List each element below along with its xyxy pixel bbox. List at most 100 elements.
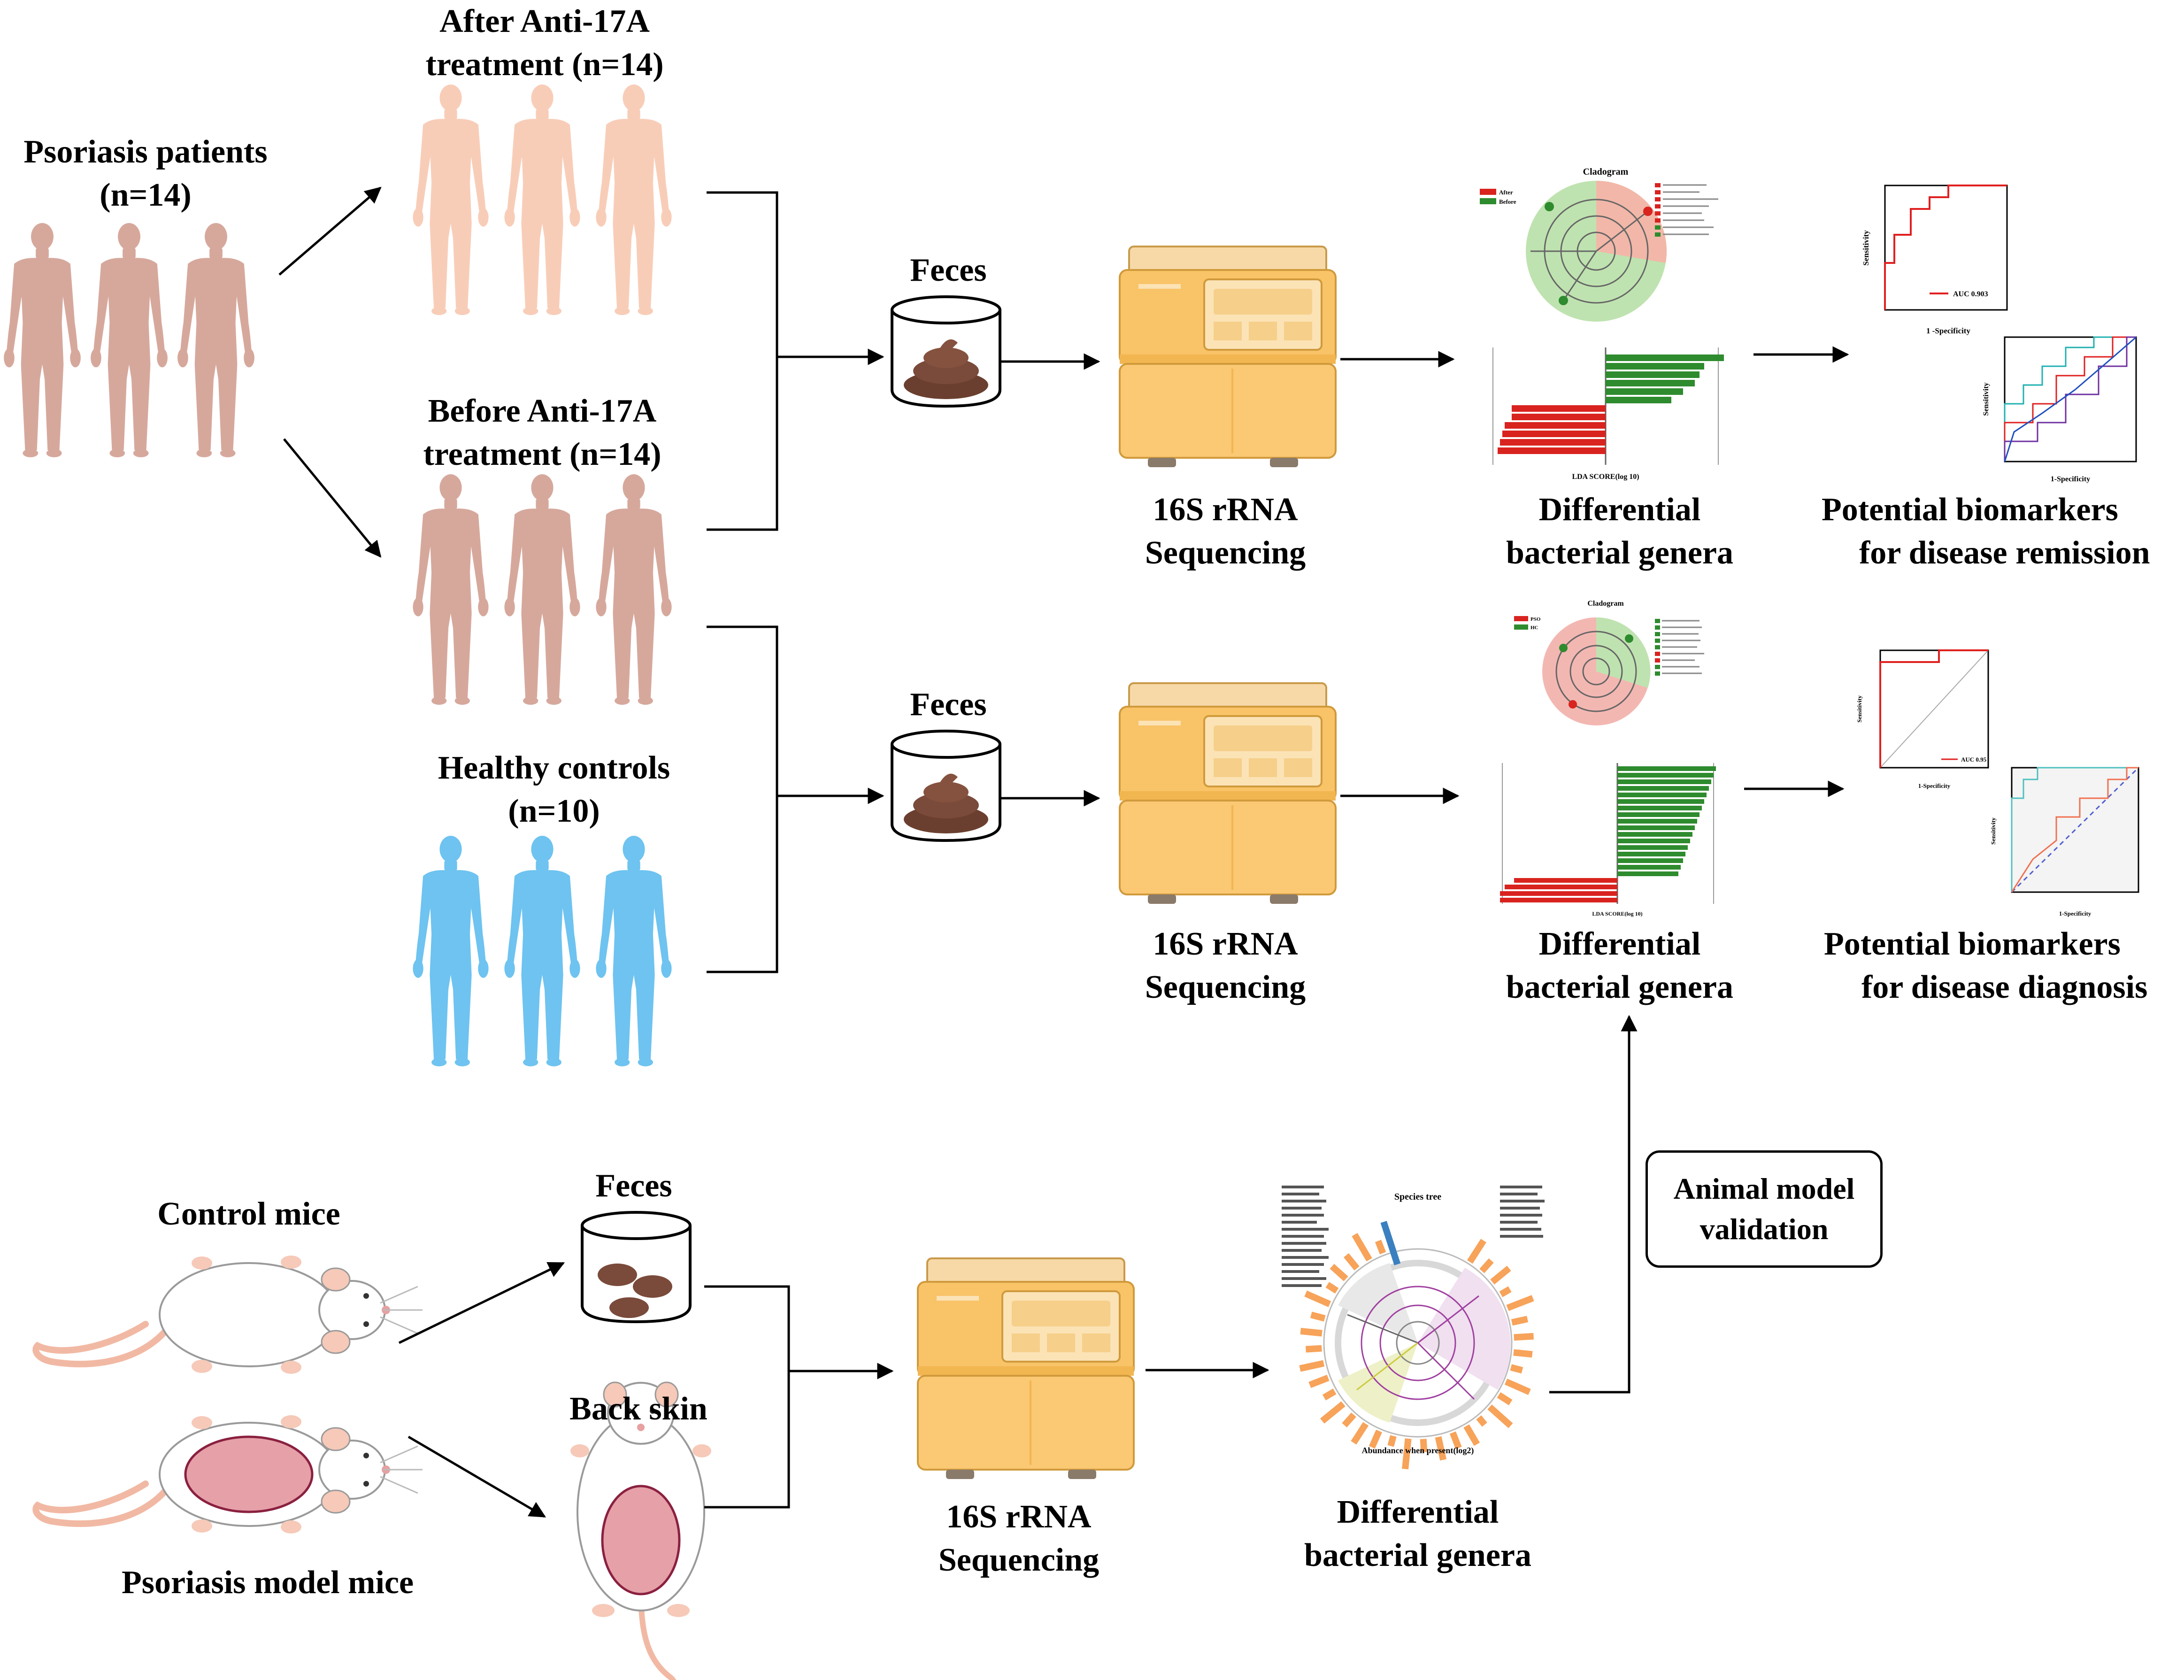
abundance-bar (1490, 1265, 1511, 1285)
abundance-bar (1513, 1349, 1533, 1358)
abundance-bar (1352, 1233, 1372, 1262)
control-mouse (36, 1256, 423, 1374)
abundance-bar (1463, 1424, 1480, 1446)
legend-pso: PSO (1530, 617, 1541, 622)
abundance-bar (1449, 1431, 1462, 1449)
cladogram-title: Cladogram (1583, 167, 1629, 177)
abundance-bar (1322, 1388, 1337, 1401)
lda-xlabel-top: LDA SCORE(log 10) (1572, 473, 1639, 481)
roc-xlabel-mid: 1-Specificity (1918, 782, 1951, 789)
sequencer-mouse (917, 1257, 1135, 1480)
healthy-controls-figures (413, 836, 672, 1067)
roc-xlabel-top2: 1-Specificity (2051, 475, 2090, 483)
roc-xlabel-top: 1 -Specificity (1926, 326, 1970, 335)
abundance-bar (1330, 1264, 1348, 1281)
cladogram-title-mid: Cladogram (1587, 600, 1624, 608)
abundance-bar (1308, 1374, 1330, 1388)
back-skin-label: Back skin (569, 1391, 707, 1427)
validation-path (1549, 1015, 1638, 1394)
abundance-bar (1320, 1401, 1346, 1424)
abundance-bar (1467, 1239, 1486, 1264)
abundance-bar (1479, 1258, 1494, 1273)
lda-chart-mid: LDA SCORE(log 10) (1500, 763, 1716, 917)
psoriasis-mice-label: Psoriasis model mice (121, 1564, 414, 1601)
bracket-top (707, 191, 884, 531)
abundance-bar (1435, 1436, 1447, 1461)
healthy-controls-label: Healthy controls(n=10) (438, 750, 670, 829)
bracket-mid (707, 625, 884, 973)
abundance-bar (1299, 1360, 1325, 1372)
feces-jar-top (892, 297, 1000, 406)
control-mice-label: Control mice (157, 1196, 340, 1232)
lda-xlabel-mid: LDA SCORE(log 10) (1592, 910, 1642, 917)
after-treatment-figures (413, 85, 672, 316)
roc-ylabel-mid: Sensitivity (1856, 695, 1863, 723)
abundance-bar (1300, 1327, 1323, 1337)
arrow-to-before (283, 438, 382, 558)
abundance-bar (1487, 1404, 1513, 1428)
species-tree-title: Species tree (1394, 1192, 1441, 1202)
abundance-bar (1387, 1435, 1397, 1447)
roc-ylabel-top: Sensitivity (1861, 230, 1870, 266)
sequencer-top (1119, 246, 1337, 468)
roc-xlabel-mid2: 1-Specificity (2059, 910, 2092, 917)
cladogram-top: Cladogram After Before (1480, 167, 1718, 322)
roc-ylabel-mid2: Sensitivity (1990, 817, 1997, 845)
abundance-bar (1344, 1253, 1360, 1271)
abundance-bar (1514, 1333, 1534, 1341)
abundance-label: Abundance when present(log2) (1362, 1446, 1474, 1456)
feces-jar-mid (892, 731, 1000, 840)
psoriasis-mouse (36, 1415, 423, 1534)
abundance-bar (1402, 1438, 1412, 1470)
abundance-bar (1510, 1364, 1523, 1374)
legend-hc: HC (1530, 625, 1538, 631)
roc-chart-top-1: AUC 0.903 1 -Specificity Sensitivity (1861, 185, 2008, 335)
abundance-bar (1499, 1286, 1512, 1297)
psoriasis-patients-figures (4, 223, 254, 457)
auc-top: AUC 0.903 (1953, 290, 1988, 298)
before-treatment-figures (413, 474, 672, 705)
abundance-bar (1511, 1316, 1529, 1326)
sequencer-mid (1119, 682, 1337, 905)
legend-before: Before (1499, 198, 1516, 205)
roc-ylabel-top2: Sensitivity (1982, 382, 1990, 416)
auc-mid: AUC 0.95 (1961, 756, 1987, 763)
abundance-bar (1351, 1422, 1369, 1445)
back-skin-mouse (570, 1381, 711, 1680)
abundance-bar (1476, 1415, 1487, 1427)
abundance-bar (1506, 1295, 1534, 1311)
cladogram-mid: Cladogram PSO HC (1514, 600, 1704, 725)
arrow-mice-feces (398, 1262, 565, 1344)
psoriasis-patients-label: Psoriasis patients(n=14) (23, 134, 268, 213)
feces-jar-mouse (582, 1212, 690, 1322)
species-tree: Species tree Abundance when present(log2… (1282, 1186, 1545, 1470)
arrow-to-after (278, 186, 382, 276)
abundance-bar (1342, 1412, 1356, 1428)
feces-label-mouse: Feces (595, 1168, 672, 1204)
legend-after: After (1499, 189, 1513, 196)
roc-chart-mid-1: AUC 0.95 1-Specificity Sensitivity (1856, 649, 1989, 789)
abundance-bar (1310, 1311, 1326, 1322)
arrow-mice-skin (408, 1435, 546, 1518)
abundance-bar (1420, 1439, 1428, 1453)
abundance-bar (1325, 1282, 1339, 1294)
abundance-bar (1369, 1429, 1382, 1449)
bracket-mouse (704, 1285, 894, 1509)
abundance-bar (1497, 1392, 1513, 1405)
abundance-bar (1504, 1379, 1531, 1395)
roc-chart-mid-2: 1-Specificity Sensitivity (1990, 767, 2139, 917)
feces-label-mid: Feces (910, 686, 987, 723)
abundance-bar (1304, 1290, 1331, 1307)
